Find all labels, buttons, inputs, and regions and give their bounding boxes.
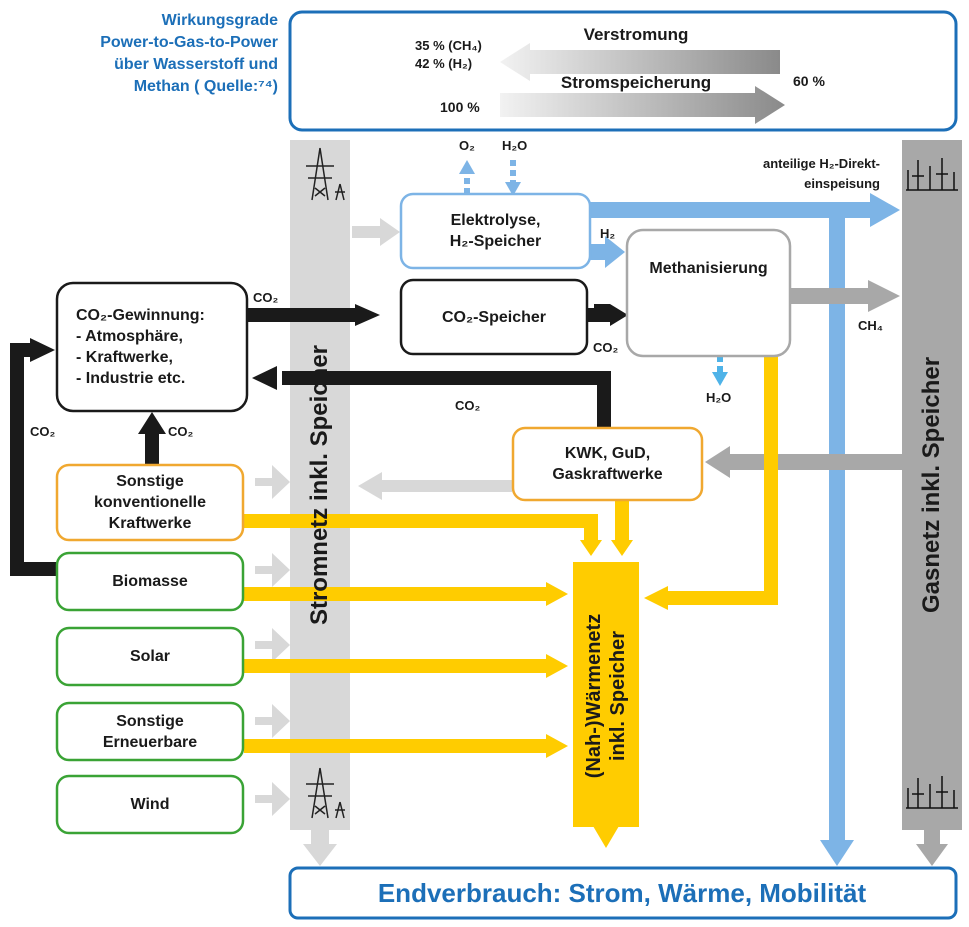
co2-label-b: CO₂	[593, 340, 619, 355]
sonstige-konv-label: Sonstige konventionelle Kraftwerke	[57, 465, 243, 540]
endverbrauch-label: Endverbrauch: Strom, Wärme, Mobilität	[377, 877, 867, 908]
h2o-top-arrowhead	[505, 182, 521, 196]
sonstige-konv-line-2: konventionelle	[93, 494, 207, 511]
co2-speicher-text: CO₂-Speicher	[441, 308, 547, 326]
title-block: Wirkungsgrade Power-to-Gas-to-Power über…	[20, 10, 278, 98]
wind-text: Wind	[130, 796, 170, 813]
solar-box	[55, 626, 245, 687]
stromnetz-label: Stromnetz inkl. Speicher	[306, 344, 333, 626]
kwk-line-1: KWK, GuD,	[564, 445, 651, 462]
h2-direkt-label-1: anteilige H₂-Direkt-	[763, 156, 880, 171]
waermenetz-label: (Nah-)Wärmenetz inkl. Speicher	[576, 566, 636, 826]
sonstige-konv-line-3: Kraftwerke	[108, 515, 192, 532]
h2-direct-line	[829, 204, 845, 840]
strom-to-elektrolyse-arrow	[352, 218, 400, 246]
co2-gewinnung-label: CO₂-Gewinnung: - Atmosphäre, - Kraftwerk…	[76, 283, 246, 411]
sonstige-ern-line-1: Sonstige	[116, 712, 184, 730]
waermenetz-line-2: inkl. Speicher	[607, 630, 629, 762]
pct-100: 100 %	[440, 99, 480, 115]
co2-label-e: CO₂	[168, 424, 194, 439]
co2-label-d: CO₂	[30, 424, 56, 439]
title-line-2: Power-to-Gas-to-Power	[100, 34, 278, 51]
h2-to-methan-arrow	[590, 236, 625, 268]
stromspeicherung-arrow	[500, 86, 785, 124]
stromspeicherung-label: Stromspeicherung	[561, 73, 711, 92]
strom-down-arrow	[303, 830, 337, 866]
solar-text: Solar	[129, 648, 170, 665]
waermenetz-line-1: (Nah-)Wärmenetz	[583, 613, 605, 779]
pylon-icon-top	[306, 147, 345, 201]
pct-60: 60 %	[793, 73, 825, 89]
methanisierung-label: Methanisierung	[627, 230, 790, 356]
co2-speicher-label: CO₂-Speicher	[401, 280, 587, 354]
kwk-to-strom-arrow	[358, 472, 512, 500]
co2-gewinnung-line-4: - Industrie etc.	[76, 370, 186, 387]
biomasse-box	[55, 551, 245, 612]
elektrolyse-label: Elektrolyse, H₂-Speicher	[401, 194, 590, 268]
kwk-label: KWK, GuD, Gaskraftwerke	[513, 428, 702, 500]
solar-label: Solar	[57, 628, 243, 685]
ch4-pct: 35 % (CH₄)	[415, 38, 482, 53]
gasnetz-label: Gasnetz inkl. Speicher	[918, 356, 945, 614]
h2-direct-arrow	[590, 193, 900, 227]
strom-input-arrows	[255, 465, 290, 816]
co2-speicher-box	[399, 278, 589, 356]
biomasse-text: Biomasse	[112, 573, 188, 590]
sonstige-konv-box	[55, 463, 245, 542]
h2o-bottom-label: H₂O	[706, 390, 731, 405]
h2-pct: 42 % (H₂)	[415, 56, 472, 71]
o2-label: O₂	[459, 138, 475, 153]
ch4-label: CH₄	[858, 318, 883, 333]
title-line-4: Methan ( Quelle:⁷⁴)	[133, 78, 278, 95]
kwk-line-2: Gaskraftwerke	[552, 466, 663, 483]
title-line-1: Wirkungsgrade	[161, 12, 278, 29]
co2-label-c: CO₂	[455, 398, 481, 413]
h2-label: H₂	[600, 226, 615, 241]
wind-label: Wind	[57, 776, 243, 833]
gas-plant-icon-bottom	[906, 776, 958, 809]
co2-gewinnung-line-2: - Atmosphäre,	[76, 328, 183, 345]
co2-flows	[10, 304, 628, 576]
title-line-3: über Wasserstoff und	[114, 56, 278, 73]
methanisierung-text: Methanisierung	[649, 260, 768, 277]
sonstige-konv-line-1: Sonstige	[116, 473, 184, 490]
verstromung-arrow	[500, 43, 780, 81]
sonstige-ern-line-2: Erneuerbare	[102, 733, 198, 751]
sonstige-ern-box	[55, 701, 245, 762]
endverbrauch-box	[288, 866, 958, 920]
verstromung-label: Verstromung	[584, 25, 689, 44]
co2-gewinnung-line-3: - Kraftwerke,	[76, 349, 173, 366]
gas-to-kwk-arrow	[705, 446, 902, 478]
h2o-bottom-arrowhead	[712, 372, 728, 386]
elektrolyse-box	[399, 192, 592, 270]
gasnetz-column	[902, 140, 962, 830]
methan-to-gas-arrow	[790, 280, 900, 312]
pylon-icon-bottom	[306, 767, 345, 819]
co2-label-a: CO₂	[253, 290, 279, 305]
gas-down-arrow	[916, 830, 948, 866]
h2-direkt-label-2: einspeisung	[804, 176, 880, 191]
biomasse-label: Biomasse	[57, 553, 243, 610]
methanisierung-box	[625, 228, 792, 358]
gas-plant-icon-top	[906, 158, 958, 191]
heat-flows	[244, 355, 778, 848]
h2o-top-label: H₂O	[502, 138, 527, 153]
wind-box	[55, 774, 245, 835]
h2-blue-down-arrow	[820, 840, 854, 866]
co2-gewinnung-box	[55, 281, 249, 413]
waermenetz-column	[573, 562, 639, 827]
elektrolyse-line-2: H₂-Speicher	[449, 233, 542, 250]
sonstige-ern-label: Sonstige Erneuerbare	[57, 703, 243, 760]
co2-gewinnung-line-1: CO₂-Gewinnung:	[76, 307, 205, 324]
o2-arrowhead	[459, 160, 475, 174]
stromnetz-column	[290, 140, 350, 830]
elektrolyse-line-1: Elektrolyse,	[450, 212, 541, 229]
kwk-box	[511, 426, 704, 502]
